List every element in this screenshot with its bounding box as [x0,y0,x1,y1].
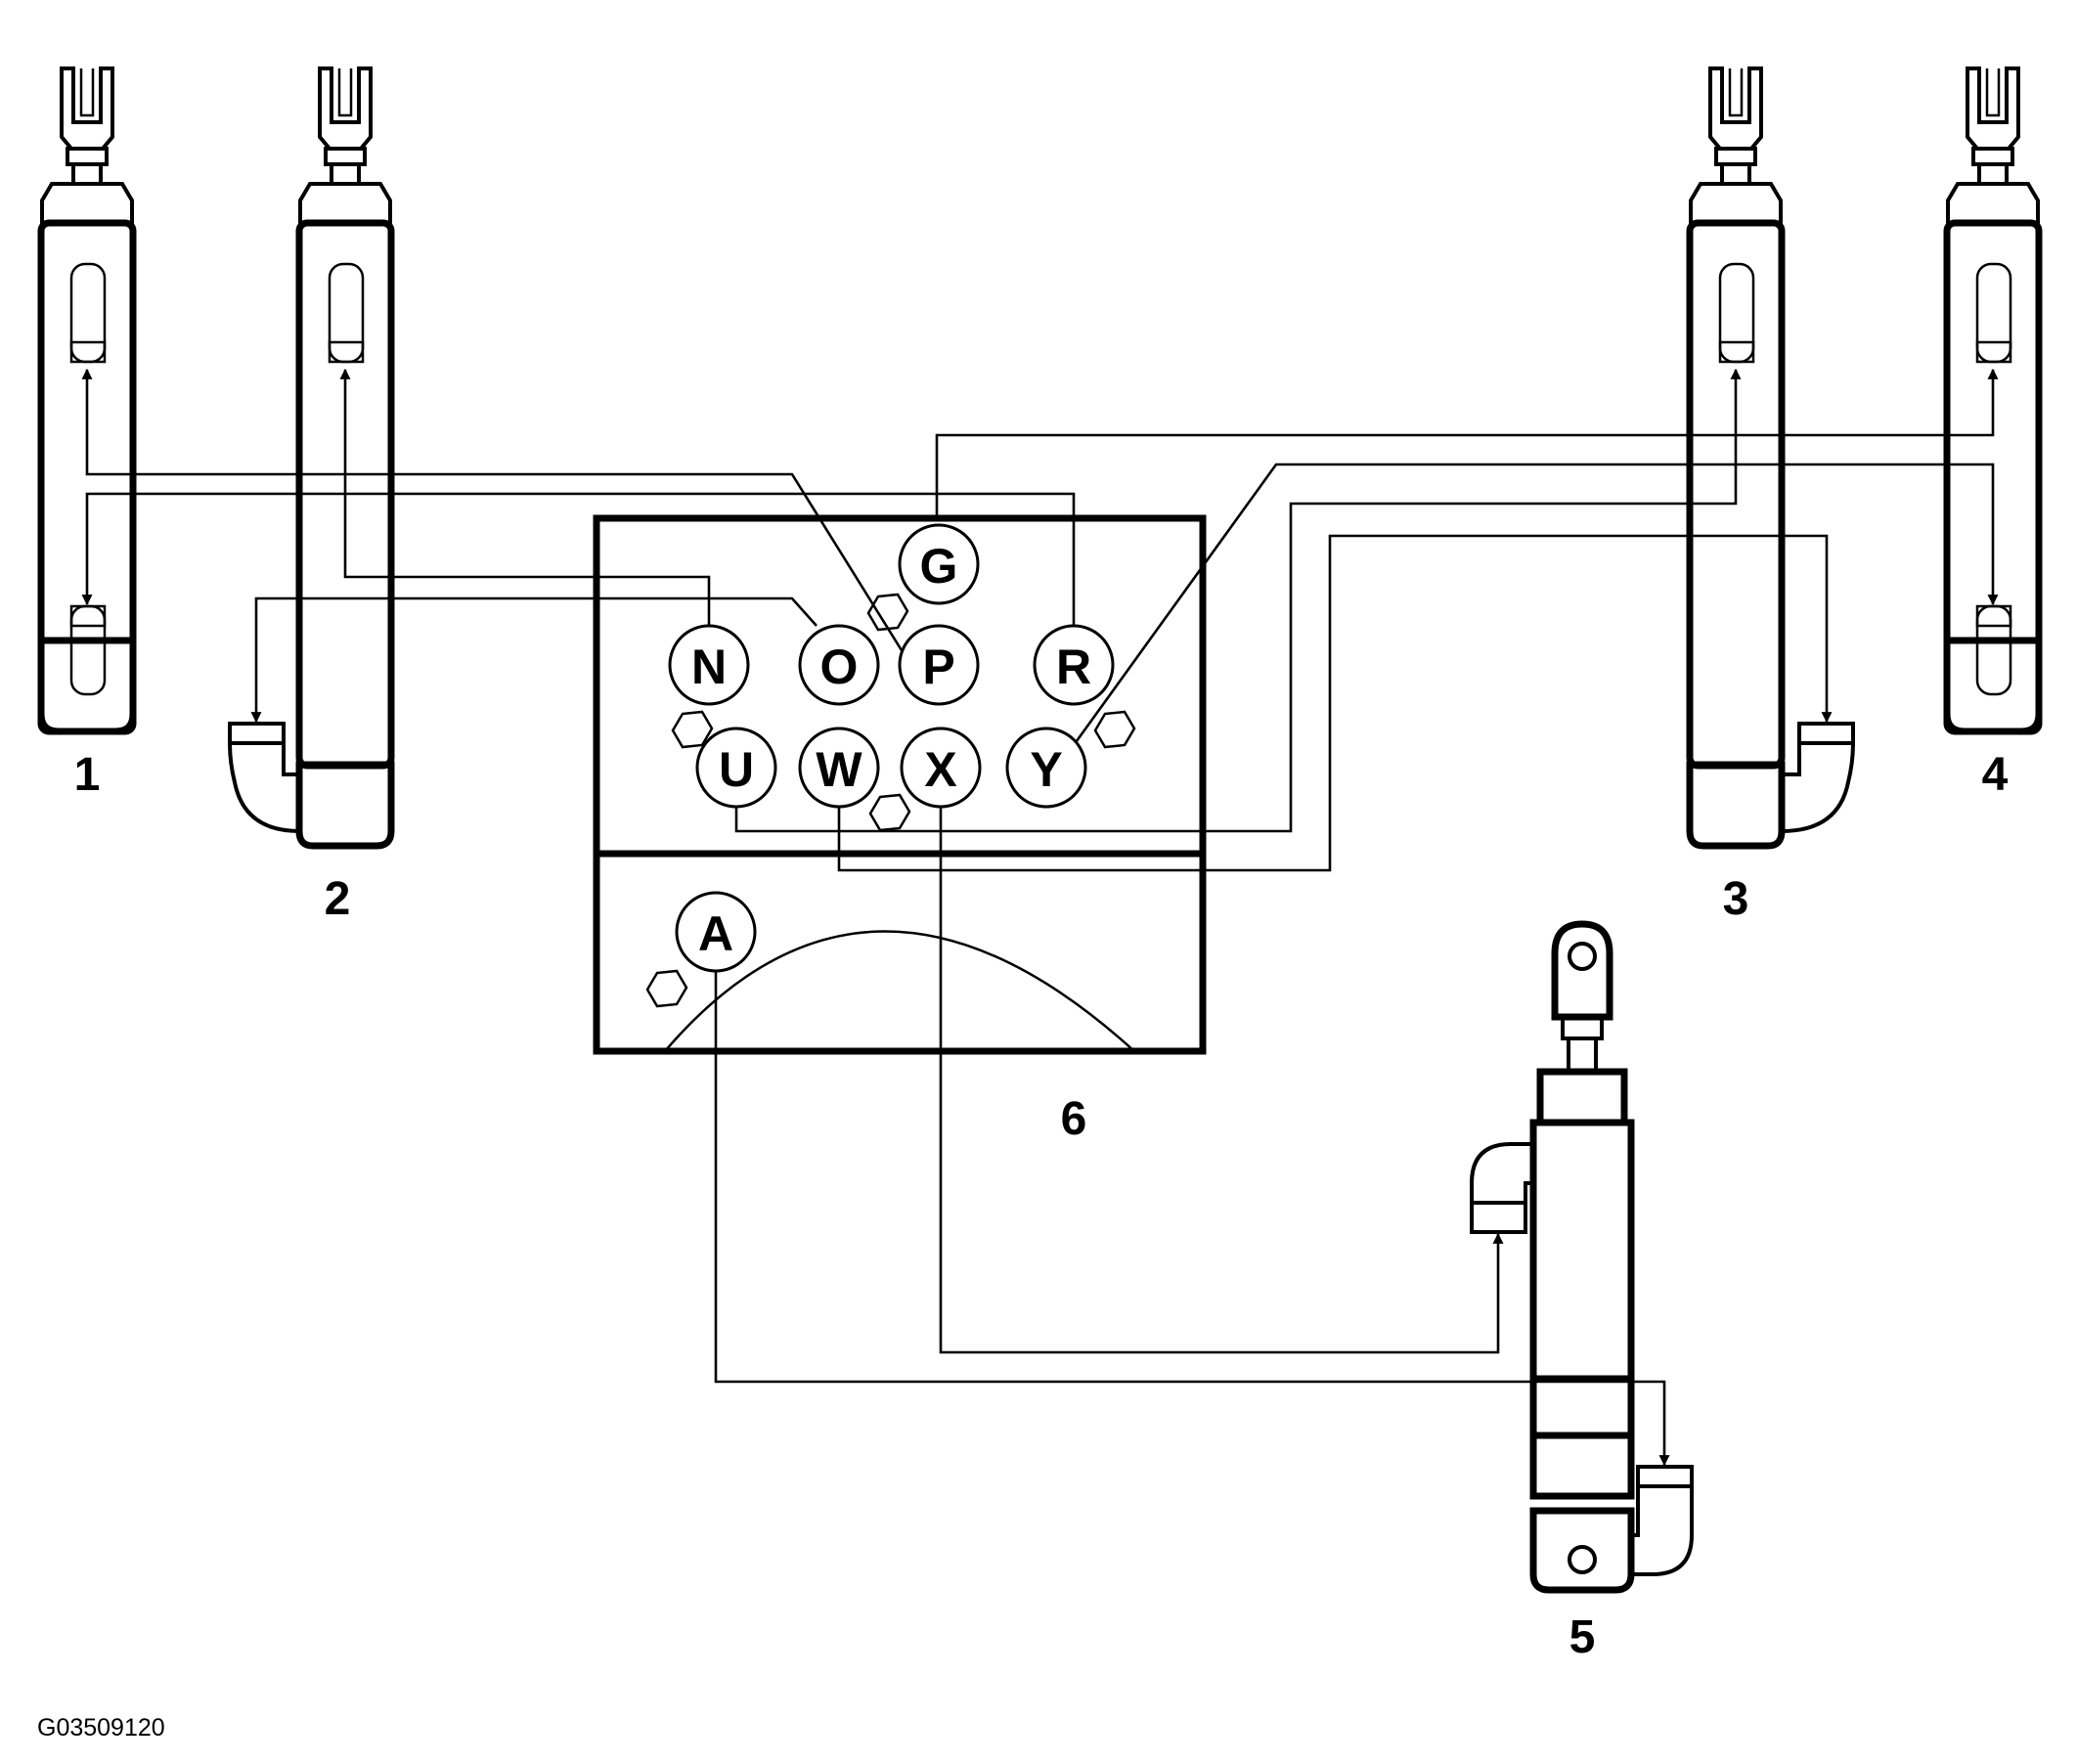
port-w: W [798,727,880,809]
component-label-6: 6 [1061,1093,1087,1145]
hydraulic-lines [81,368,1999,1467]
port-r: R [1033,624,1115,706]
port-o: O [798,624,880,706]
component-label-2: 2 [325,873,351,925]
port-u: U [695,727,777,809]
line-u-cyl3-top [734,368,1742,833]
line-a-cyl5-lower [714,963,1670,1467]
valve-block-arc [664,930,1135,1052]
port-y-label: Y [1030,742,1062,797]
port-o-label: O [820,639,859,694]
port-x-label: X [924,742,956,797]
port-y: Y [1005,727,1087,809]
line-w-cyl3-elbow [837,534,1833,872]
port-r-label: R [1056,639,1091,694]
component-label-5: 5 [1569,1611,1596,1663]
cylinder-4 [1943,66,2043,735]
port-x: X [900,727,982,809]
line-n-cyl2-top [339,368,711,626]
line-o-cyl2-elbow [250,596,818,724]
port-a: A [675,891,757,973]
port-p-label: P [922,639,954,694]
line-g-cyl4-top [935,368,1999,520]
cylinder-5 [1470,920,1694,1594]
component-label-3: 3 [1723,873,1749,925]
port-p: P [898,624,980,706]
line-r-cyl1-bottom [81,492,1076,626]
port-g-label: G [920,539,958,594]
line-x-cyl5-upper [939,802,1504,1354]
port-w-label: W [816,742,862,797]
bolt-hex [645,969,688,1008]
cylinder-2 [228,66,395,850]
port-n-label: N [691,639,727,694]
valve-block-6 [593,514,1207,1055]
line-y-cyl4-bottom [1072,463,1999,746]
port-a-label: A [698,906,733,961]
bolt-hex [1093,710,1136,749]
port-u-label: U [719,742,754,797]
bolt-hex [671,710,714,749]
valve-block-outline [593,514,1207,1055]
component-label-1: 1 [74,749,101,801]
port-g: G [898,523,980,605]
component-label-4: 4 [1982,749,2009,801]
bolt-hex [866,593,909,632]
port-n: N [668,624,750,706]
cylinder-1 [37,66,137,735]
figure-reference-code: G03509120 [37,1714,165,1742]
cylinder-3 [1686,66,1855,850]
bolt-hex [868,793,911,832]
